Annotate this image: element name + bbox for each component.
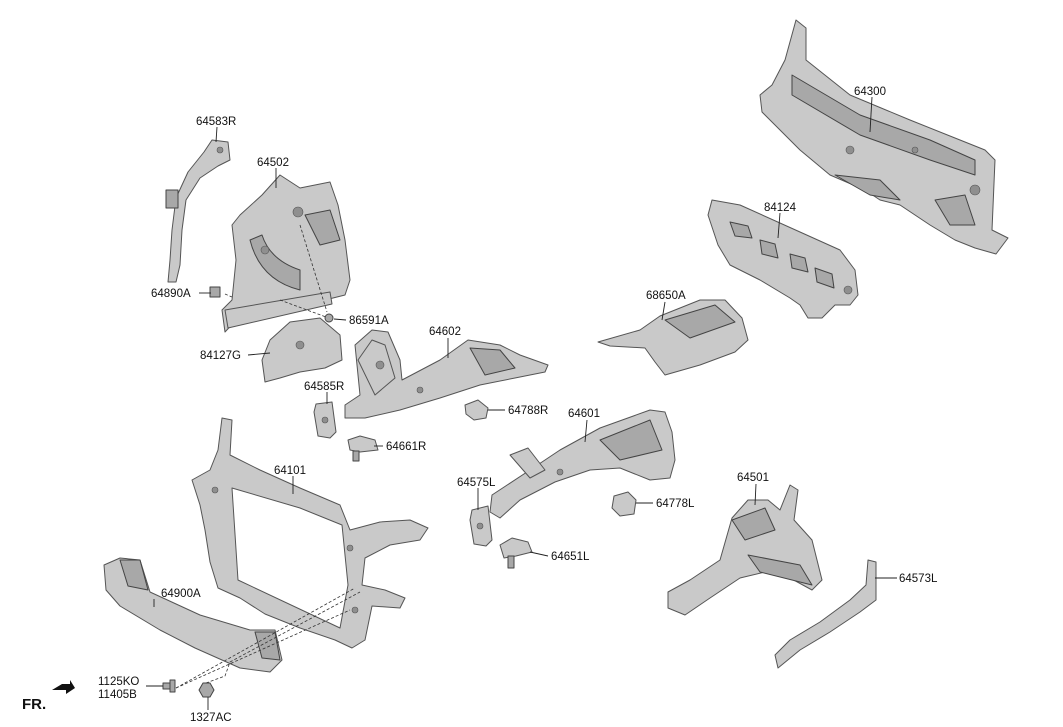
label-64573l: 64573L	[899, 573, 938, 585]
part-86591a-grommet	[324, 313, 334, 323]
label-64900a: 64900A	[161, 588, 201, 600]
label-1125ko: 1125KO	[98, 676, 139, 688]
part-64661r-bracket	[347, 435, 379, 462]
part-64602-side-member	[344, 329, 549, 419]
label-64300: 64300	[854, 86, 886, 98]
part-64501-side-member-assembly	[667, 484, 823, 616]
label-84124: 84124	[764, 202, 797, 214]
front-direction-label: FR.	[22, 696, 46, 713]
part-64900a-bumper-beam	[103, 557, 283, 673]
label-64651l: 64651L	[551, 551, 590, 563]
label-84127g: 84127G	[200, 350, 241, 362]
label-64778l: 64778L	[656, 498, 695, 510]
label-64583r: 64583R	[196, 116, 236, 128]
part-68650a-heat-shield	[597, 299, 749, 376]
front-direction-indicator: FR.	[22, 680, 75, 713]
callout-leaders	[146, 96, 897, 710]
label-68650a: 68650A	[646, 290, 686, 302]
part-84124-insulator	[707, 199, 859, 319]
part-64573l-reinforcement	[774, 559, 877, 669]
part-64788r-bracket	[464, 399, 489, 421]
label-86591a: 86591A	[349, 315, 389, 327]
part-64651l-bracket	[499, 537, 533, 569]
part-64101-radiator-carrier	[191, 417, 429, 649]
label-64585r: 64585R	[304, 381, 344, 393]
part-64502-wheel-housing	[221, 174, 351, 333]
part-64583r-bracket	[165, 139, 231, 283]
label-64575l: 64575L	[457, 477, 496, 489]
label-1327ac: 1327AC	[190, 712, 232, 724]
label-11405b: 11405B	[98, 689, 137, 701]
part-64890a-clip	[209, 286, 221, 298]
part-1125ko-bolt	[162, 679, 176, 693]
label-64602: 64602	[429, 326, 461, 338]
part-1327ac-nut	[198, 682, 215, 698]
label-64788r: 64788R	[508, 405, 548, 417]
part-64778l-bracket	[611, 491, 637, 517]
part-64601-side-member	[489, 409, 676, 519]
label-64502: 64502	[257, 157, 289, 169]
part-labels: 64300 84124 68650A 64583R 64502 64890A 8…	[98, 86, 938, 724]
part-64575l-bracket	[469, 505, 493, 547]
label-64501: 64501	[737, 472, 769, 484]
label-64890a: 64890A	[151, 288, 191, 300]
front-arrow-icon	[52, 680, 75, 694]
part-84127g-panel	[261, 317, 343, 383]
part-64585r-bracket	[313, 401, 337, 439]
label-64601: 64601	[568, 408, 600, 420]
part-64300-dash-panel	[759, 19, 1009, 255]
label-64101: 64101	[274, 465, 306, 477]
assembly-dashed-lines	[175, 224, 361, 689]
label-64661r: 64661R	[386, 441, 426, 453]
